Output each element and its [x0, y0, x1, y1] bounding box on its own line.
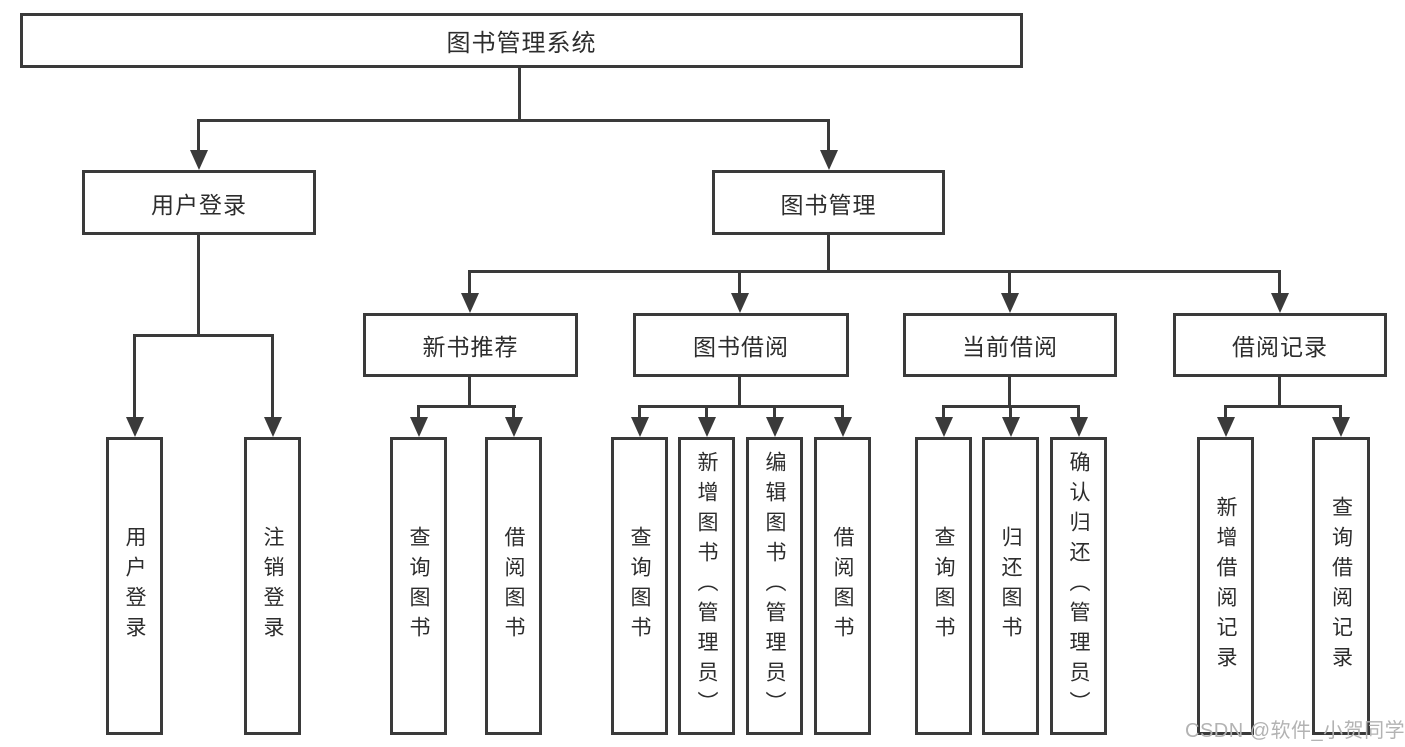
connector-line — [1008, 270, 1011, 296]
connector-line — [638, 405, 844, 408]
connector-line — [417, 405, 516, 408]
connector-line — [638, 405, 641, 421]
arrow-down-icon — [698, 417, 716, 437]
connector-line — [468, 377, 471, 408]
node-user-login: 用户登录 — [82, 170, 316, 235]
arrow-down-icon — [190, 150, 208, 170]
connector-line — [417, 405, 420, 421]
arrow-down-icon — [1271, 293, 1289, 313]
arrow-down-icon — [461, 293, 479, 313]
leaf-query-books-current: 查询图书 — [915, 437, 972, 735]
leaf-borrow-books-borrow: 借阅图书 — [814, 437, 871, 735]
node-borrow-records: 借阅记录 — [1173, 313, 1387, 377]
leaf-query-books-recommend: 查询图书 — [390, 437, 447, 735]
leaf-query-books-borrow: 查询图书 — [611, 437, 668, 735]
connector-line — [1224, 405, 1342, 408]
arrow-down-icon — [820, 150, 838, 170]
connector-line — [1339, 405, 1342, 421]
connector-line — [197, 235, 200, 337]
connector-line — [738, 377, 741, 408]
arrow-down-icon — [1070, 417, 1088, 437]
arrow-down-icon — [126, 417, 144, 437]
arrow-down-icon — [1002, 417, 1020, 437]
leaf-confirm-return-admin: 确认归还（管理员） — [1050, 437, 1107, 735]
arrow-down-icon — [505, 417, 523, 437]
arrow-down-icon — [731, 293, 749, 313]
connector-line — [133, 334, 136, 420]
leaf-return-books: 归还图书 — [982, 437, 1039, 735]
node-book-management: 图书管理 — [712, 170, 945, 235]
connector-line — [512, 405, 515, 421]
connector-line — [133, 334, 274, 337]
connector-line — [1077, 405, 1080, 421]
node-current-borrow: 当前借阅 — [903, 313, 1117, 377]
arrow-down-icon — [935, 417, 953, 437]
leaf-borrow-books-recommend: 借阅图书 — [485, 437, 542, 735]
arrow-down-icon — [410, 417, 428, 437]
node-new-book-recommend: 新书推荐 — [363, 313, 578, 377]
connector-line — [1278, 270, 1281, 296]
arrow-down-icon — [1001, 293, 1019, 313]
leaf-add-book-admin: 新增图书（管理员） — [678, 437, 735, 735]
arrow-down-icon — [1217, 417, 1235, 437]
connector-line — [1008, 377, 1011, 408]
watermark: CSDN @软件_小贺同学 — [1185, 720, 1405, 742]
leaf-edit-book-admin: 编辑图书（管理员） — [746, 437, 803, 735]
arrow-down-icon — [264, 417, 282, 437]
connector-line — [738, 270, 741, 296]
arrow-down-icon — [1332, 417, 1350, 437]
connector-line — [841, 405, 844, 421]
connector-line — [518, 68, 521, 122]
leaf-user-login: 用户登录 — [106, 437, 163, 735]
connector-line — [1009, 405, 1012, 421]
node-root: 图书管理系统 — [20, 13, 1023, 68]
connector-line — [1278, 377, 1281, 408]
arrow-down-icon — [766, 417, 784, 437]
leaf-logout: 注销登录 — [244, 437, 301, 735]
connector-line — [827, 119, 830, 153]
leaf-query-borrow-record: 查询借阅记录 — [1312, 437, 1370, 735]
connector-line — [197, 119, 830, 122]
node-book-borrow: 图书借阅 — [633, 313, 849, 377]
connector-line — [468, 270, 1281, 273]
connector-line — [468, 270, 471, 296]
connector-line — [197, 119, 200, 153]
connector-line — [271, 334, 274, 420]
arrow-down-icon — [834, 417, 852, 437]
connector-line — [773, 405, 776, 421]
connector-line — [705, 405, 708, 421]
leaf-add-borrow-record: 新增借阅记录 — [1197, 437, 1254, 735]
connector-line — [827, 235, 830, 273]
connector-line — [1224, 405, 1227, 421]
arrow-down-icon — [631, 417, 649, 437]
connector-line — [942, 405, 945, 421]
